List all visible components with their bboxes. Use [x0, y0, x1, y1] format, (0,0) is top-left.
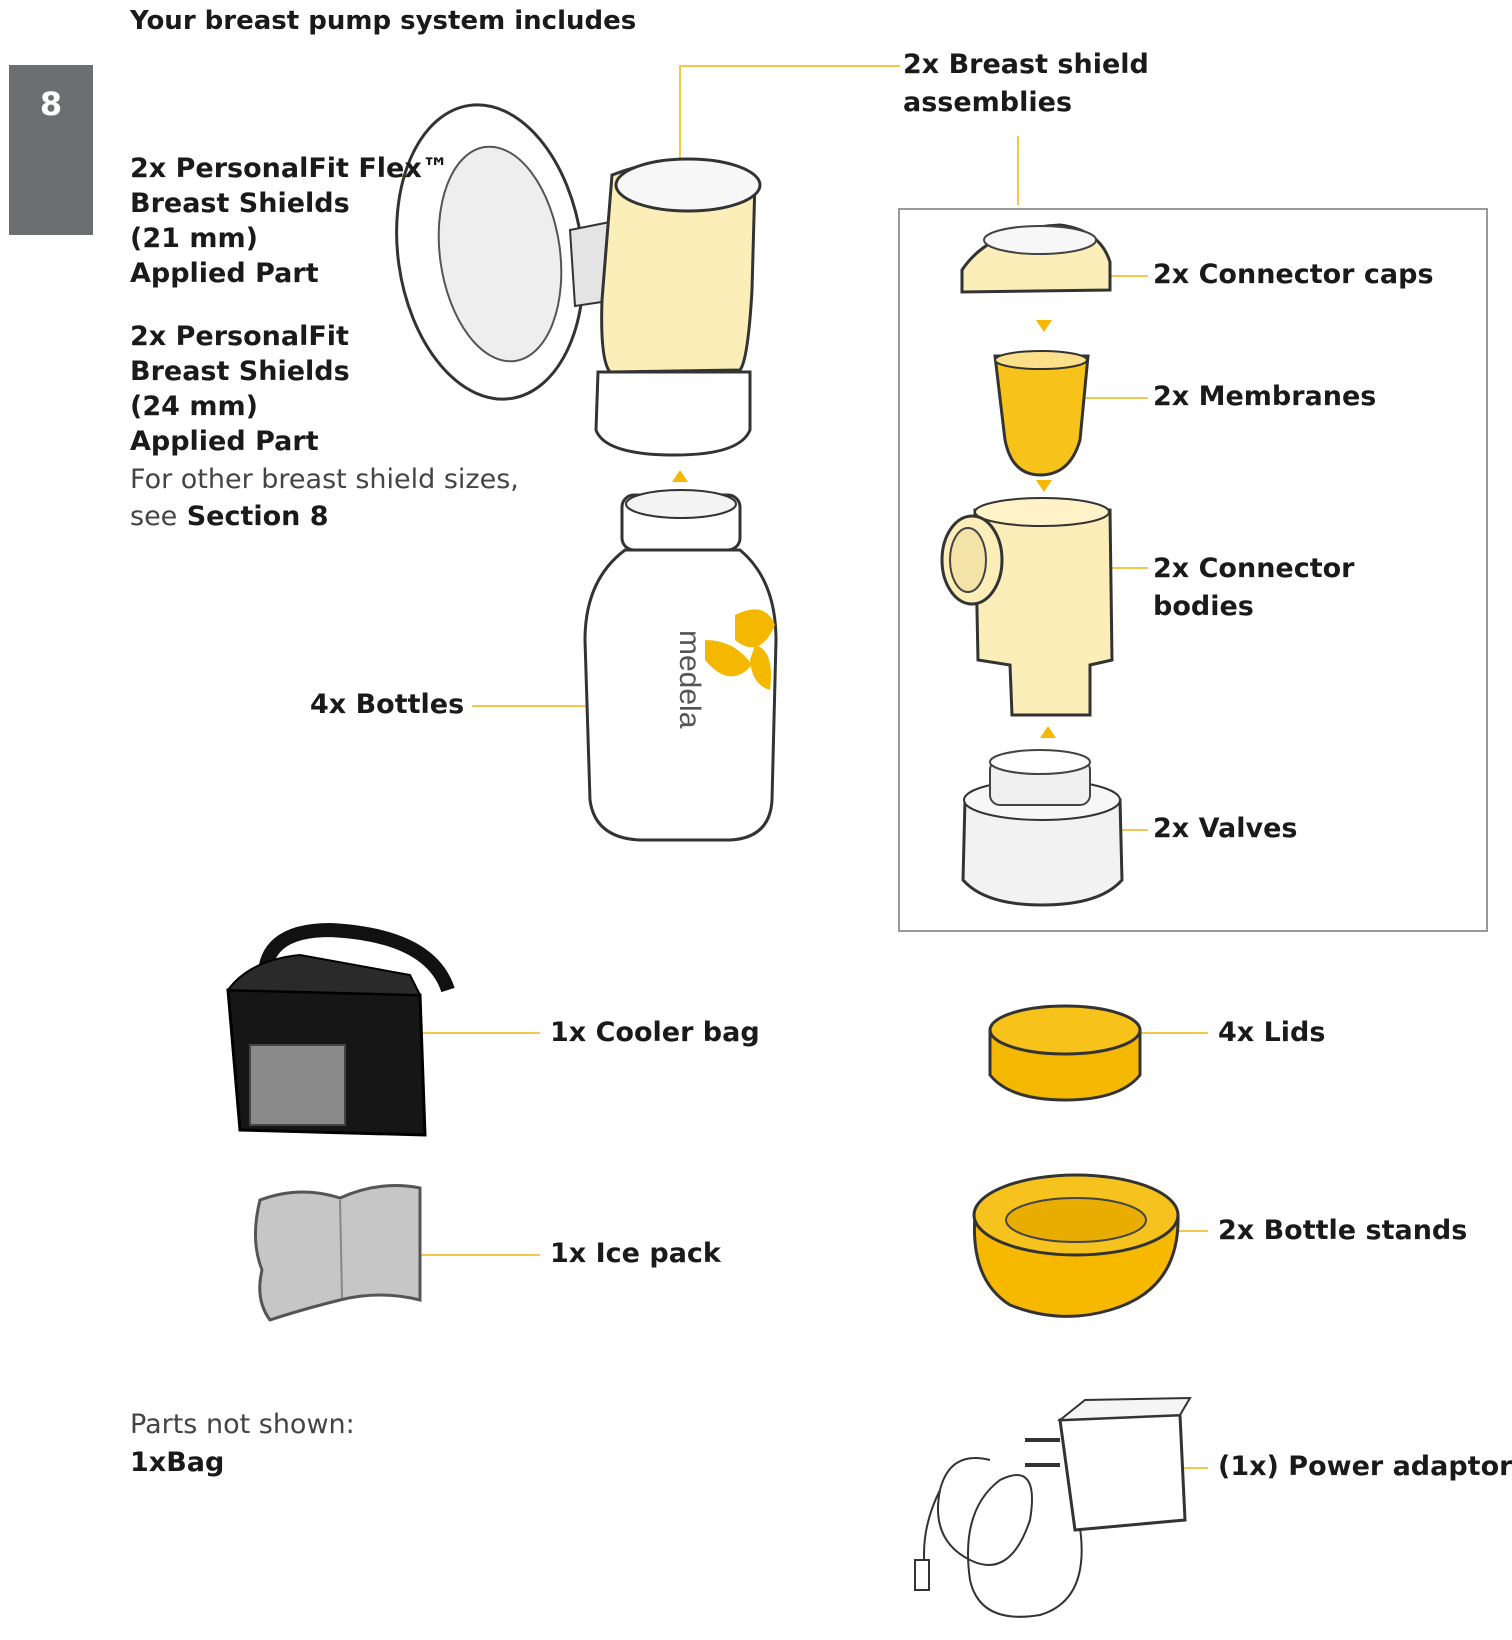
other-sizes-note: For other breast shield sizes,: [130, 464, 519, 495]
bottle-stand-illustration: [972, 1173, 1180, 1318]
bottle-illustration: medela: [583, 489, 778, 842]
lid-illustration: [988, 1004, 1142, 1102]
label-personalfit-shields-line1: 2x PersonalFit: [130, 321, 349, 352]
ice-pack-illustration: [253, 1184, 422, 1322]
section-link[interactable]: Section 8: [186, 501, 329, 532]
connector-cap-illustration: [960, 223, 1112, 332]
label-connector-caps: 2x Connector caps: [1153, 259, 1434, 290]
label-bottles: 4x Bottles: [310, 689, 465, 720]
label-ice-pack: 1x Ice pack: [550, 1238, 721, 1269]
leader-lines: [392, 65, 1208, 1469]
connector-body-illustration: [940, 497, 1114, 738]
label-flex-shields-line1: 2x PersonalFit Flex™: [130, 153, 449, 184]
label-bottle-stands: 2x Bottle stands: [1218, 1215, 1468, 1246]
label-flex-shields-line3: (21 mm): [130, 223, 258, 254]
label-flex-shields-line2: Breast Shields: [130, 188, 350, 219]
parts-not-shown-label: Parts not shown:: [130, 1409, 355, 1440]
label-breast-shield-assemblies-line1: 2x Breast shield: [903, 49, 1149, 80]
bottle-brand-text: medela: [673, 630, 706, 729]
cooler-bag-illustration: [226, 922, 455, 1137]
label-connector-bodies-line2: bodies: [1153, 591, 1254, 622]
membrane-illustration: [993, 350, 1090, 492]
section-reference: see Section 8: [130, 500, 329, 534]
label-connector-bodies-line1: 2x Connector: [1153, 553, 1355, 584]
label-personalfit-shields-line4: Applied Part: [130, 426, 319, 457]
page-number-tab: 8: [9, 65, 93, 235]
label-power-adaptor: (1x) Power adaptor: [1218, 1451, 1512, 1482]
page-heading: Your breast pump system includes: [130, 6, 637, 36]
label-personalfit-shields-line2: Breast Shields: [130, 356, 350, 387]
label-bag: 1xBag: [130, 1447, 225, 1478]
connector-assembly-illustration: [594, 157, 762, 482]
label-lids: 4x Lids: [1218, 1017, 1326, 1048]
label-flex-shields-line4: Applied Part: [130, 258, 319, 289]
breast-shield-illustration: [395, 103, 617, 401]
label-personalfit-shields-line3: (24 mm): [130, 391, 258, 422]
power-adaptor-illustration: [914, 1396, 1192, 1618]
valve-illustration: [961, 749, 1124, 907]
label-membranes: 2x Membranes: [1153, 381, 1377, 412]
label-breast-shield-assemblies-line2: assemblies: [903, 87, 1073, 118]
see-text: see: [130, 501, 178, 532]
page-number: 8: [39, 85, 63, 123]
label-cooler-bag: 1x Cooler bag: [550, 1017, 760, 1048]
breast-shield-assembly-panel: [898, 208, 1488, 932]
label-valves: 2x Valves: [1153, 813, 1298, 844]
